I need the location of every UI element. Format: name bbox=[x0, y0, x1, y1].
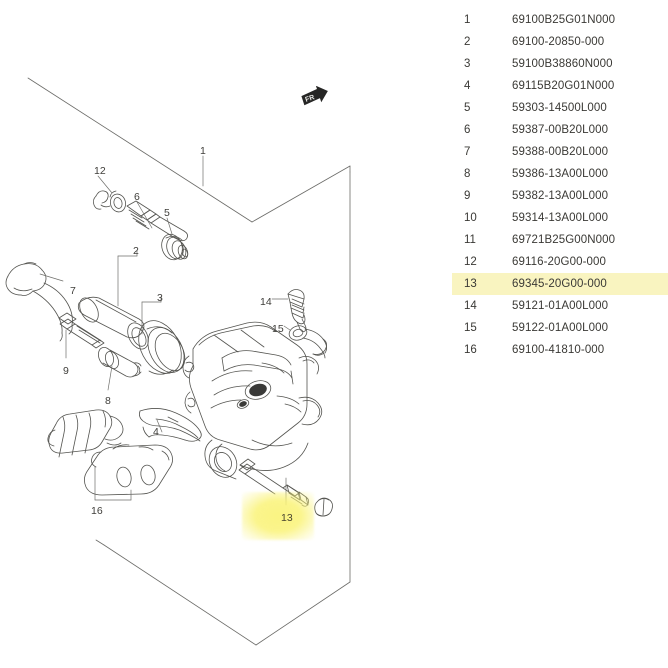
part-number: 69100-20850-000 bbox=[512, 36, 605, 48]
front-direction-arrow-icon: FR bbox=[301, 85, 331, 110]
callout-label: 8 bbox=[105, 395, 111, 407]
part-index: 10 bbox=[464, 212, 477, 224]
part-number: 59382-13A00L000 bbox=[512, 190, 609, 202]
part-number: 69100B25G01N000 bbox=[512, 14, 616, 26]
part-9-caliper-bolt bbox=[58, 312, 105, 349]
callout-leader-lines bbox=[39, 155, 291, 506]
part-index: 3 bbox=[464, 58, 471, 70]
part-4-pad-spring bbox=[139, 408, 202, 442]
table-row[interactable]: 3 59100B38860N000 bbox=[452, 53, 668, 75]
part-2-piston bbox=[77, 296, 149, 350]
part-14-bleeder-screw bbox=[287, 289, 307, 333]
callout-label: 3 bbox=[157, 292, 163, 304]
part-number: 69100-41810-000 bbox=[512, 344, 605, 356]
callout-label: 12 bbox=[94, 165, 106, 177]
table-row[interactable]: 2 69100-20850-000 bbox=[452, 31, 668, 53]
part-16-brake-pads bbox=[47, 409, 173, 496]
part-number: 69345-20G00-000 bbox=[512, 278, 607, 290]
table-row[interactable]: 11 69721B25G00N000 bbox=[452, 229, 668, 251]
part-8-slide-bushing bbox=[98, 347, 142, 378]
part-index: 8 bbox=[464, 168, 471, 180]
part-index: 16 bbox=[464, 344, 477, 356]
part-number: 69721B25G00N000 bbox=[512, 234, 616, 246]
table-row[interactable]: 16 69100-41810-000 bbox=[452, 339, 668, 361]
callout-label: 16 bbox=[91, 505, 103, 517]
part-index: 6 bbox=[464, 124, 471, 136]
callout-label: 6 bbox=[134, 191, 140, 203]
part-number: 59122-01A00L000 bbox=[512, 322, 609, 334]
callout-label: 1 bbox=[200, 145, 206, 157]
part-6-slide-pin bbox=[126, 200, 188, 242]
callout-label: 15 bbox=[272, 323, 284, 335]
table-row[interactable]: 4 69115B20G01N000 bbox=[452, 75, 668, 97]
table-row[interactable]: 12 69116-20G00-000 bbox=[452, 251, 668, 273]
part-3-piston-seal bbox=[138, 320, 186, 375]
part-index: 5 bbox=[464, 102, 471, 114]
part-index: 4 bbox=[464, 80, 471, 92]
parts-number-list: 1 69100B25G01N000 2 69100-20850-000 3 59… bbox=[452, 0, 668, 668]
part-number: 59303-14500L000 bbox=[512, 102, 607, 114]
part-index: 1 bbox=[464, 14, 471, 26]
svg-text:FR: FR bbox=[304, 94, 315, 104]
part-15-bleeder-cap bbox=[288, 325, 327, 359]
table-row[interactable]: 5 59303-14500L000 bbox=[452, 97, 668, 119]
table-row[interactable]: 8 59386-13A00L000 bbox=[452, 163, 668, 185]
part-index: 12 bbox=[464, 256, 477, 268]
table-row-highlighted[interactable]: 13 69345-20G00-000 bbox=[452, 273, 668, 295]
callout-label: 9 bbox=[63, 365, 69, 377]
table-row[interactable]: 14 59121-01A00L000 bbox=[452, 295, 668, 317]
diagram-boundary-outline bbox=[27, 77, 351, 646]
callout-label: 4 bbox=[153, 426, 159, 438]
table-row[interactable]: 15 59122-01A00L000 bbox=[452, 317, 668, 339]
part-number: 69115B20G01N000 bbox=[512, 80, 615, 92]
callout-label: 14 bbox=[260, 296, 272, 308]
callout-13-highlight bbox=[242, 492, 314, 540]
part-1-caliper-body bbox=[182, 321, 323, 480]
callout-label: 2 bbox=[133, 245, 139, 257]
part-index: 14 bbox=[464, 300, 477, 312]
part-number: 59387-00B20L000 bbox=[512, 124, 609, 136]
table-row[interactable]: 6 59387-00B20L000 bbox=[452, 119, 668, 141]
diagram-panel: FR 1 12 6 5 2 3 7 9 8 4 14 15 16 13 bbox=[5, 77, 351, 646]
part-number: 59100B38860N000 bbox=[512, 58, 613, 70]
part-index: 11 bbox=[464, 234, 476, 246]
callout-label: 5 bbox=[164, 207, 170, 219]
part-index: 9 bbox=[464, 190, 471, 202]
part-number: 69116-20G00-000 bbox=[512, 256, 606, 268]
table-row[interactable]: 9 59382-13A00L000 bbox=[452, 185, 668, 207]
table-row[interactable]: 7 59388-00B20L000 bbox=[452, 141, 668, 163]
callout-label: 7 bbox=[70, 285, 76, 297]
part-index: 15 bbox=[464, 322, 477, 334]
part-5-pin-boot bbox=[161, 233, 189, 261]
part-number: 59386-13A00L000 bbox=[512, 168, 609, 180]
part-number: 59314-13A00L000 bbox=[512, 212, 609, 224]
part-index: 13 bbox=[464, 278, 477, 290]
part-number: 59121-01A00L000 bbox=[512, 300, 609, 312]
part-7-caliper-bracket bbox=[5, 262, 73, 342]
part-index: 7 bbox=[464, 146, 471, 158]
callout-label-highlighted: 13 bbox=[281, 512, 293, 524]
part-number: 59388-00B20L000 bbox=[512, 146, 609, 158]
part-index: 2 bbox=[464, 36, 471, 48]
table-row[interactable]: 10 59314-13A00L000 bbox=[452, 207, 668, 229]
part-12-clip bbox=[92, 190, 126, 213]
table-row[interactable]: 1 69100B25G01N000 bbox=[452, 9, 668, 31]
exploded-diagram-drawing bbox=[5, 77, 351, 646]
